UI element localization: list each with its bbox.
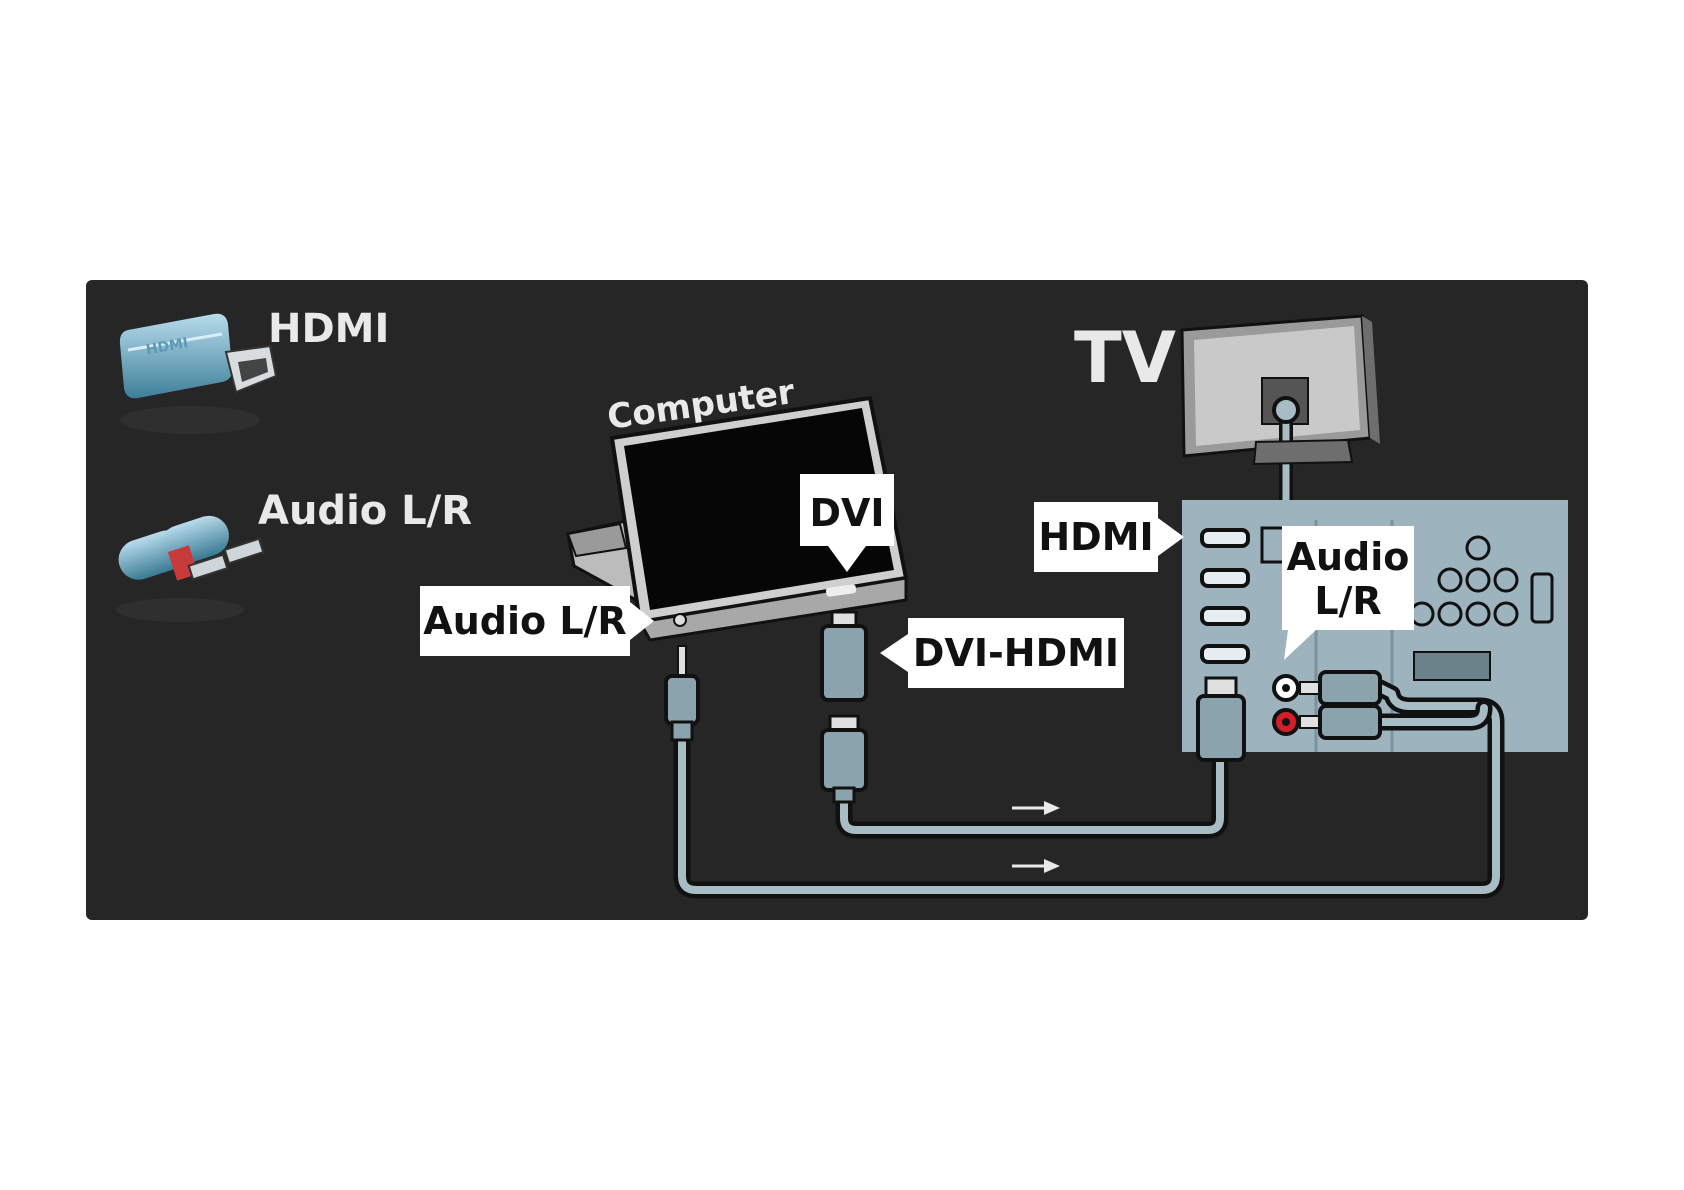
hdmi-plug-icon: [1196, 676, 1246, 762]
laptop-icon: [566, 395, 909, 642]
cable-audio: [673, 679, 1505, 899]
callout-computer-audio-text: Audio L/R: [423, 599, 626, 643]
hdmi-connector-icon: HDMI: [119, 313, 278, 434]
callout-dvi-text: DVI: [809, 491, 884, 535]
cable-hdmi: [835, 751, 1229, 839]
callout-tv-audio: Audio L/R: [1282, 526, 1414, 660]
rca-plug-icon: [1299, 670, 1382, 740]
callout-tv-hdmi-text: HDMI: [1038, 515, 1153, 559]
callout-dvi: DVI: [800, 474, 894, 572]
callout-computer-audio: Audio L/R: [420, 586, 654, 656]
tv-monitor-icon: [1180, 314, 1380, 505]
rca-connector-icon: [116, 515, 265, 622]
legend-audio-label: Audio L/R: [258, 488, 472, 534]
minijack-plug-icon: [664, 645, 700, 742]
callout-tv-audio-line1: Audio: [1287, 535, 1410, 579]
arrow-right-icon: [1012, 859, 1060, 873]
callout-dvi-hdmi-text: DVI-HDMI: [913, 631, 1119, 675]
svg-text:HDMI: HDMI: [145, 335, 190, 358]
dvi-hdmi-adapter-icon: [820, 610, 868, 804]
legend-hdmi-label: HDMI: [268, 306, 389, 352]
tv-label: TV: [1074, 317, 1176, 399]
callout-dvi-hdmi: DVI-HDMI: [880, 618, 1124, 688]
arrow-right-icon: [1012, 801, 1060, 815]
callout-tv-audio-line2: L/R: [1314, 579, 1381, 623]
callout-tv-hdmi: HDMI: [1034, 502, 1184, 572]
